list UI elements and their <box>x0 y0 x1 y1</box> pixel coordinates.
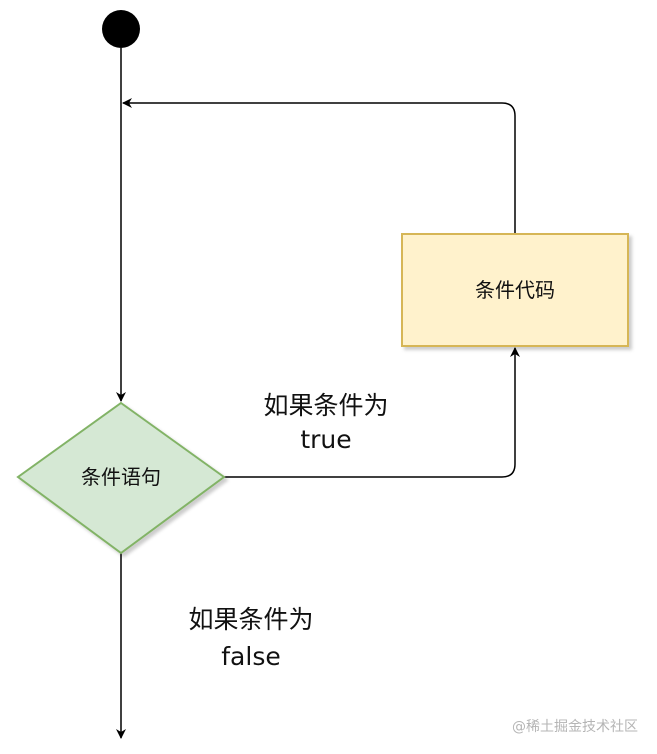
false-branch-label-line1: 如果条件为 <box>188 605 313 634</box>
true-branch-label-line1: 如果条件为 <box>263 391 388 420</box>
true-branch-label-line2: true <box>300 425 351 454</box>
false-branch-label-line2: false <box>221 642 280 671</box>
decision-label: 条件语句 <box>81 465 161 489</box>
process-label: 条件代码 <box>475 278 555 302</box>
start-node <box>102 10 140 48</box>
edge-process-loop-back <box>122 98 516 233</box>
watermark-text: @稀土掘金技术社区 <box>512 719 638 735</box>
decision-node <box>16 401 226 555</box>
process-node <box>401 233 629 347</box>
edge-true-branch <box>224 347 520 478</box>
